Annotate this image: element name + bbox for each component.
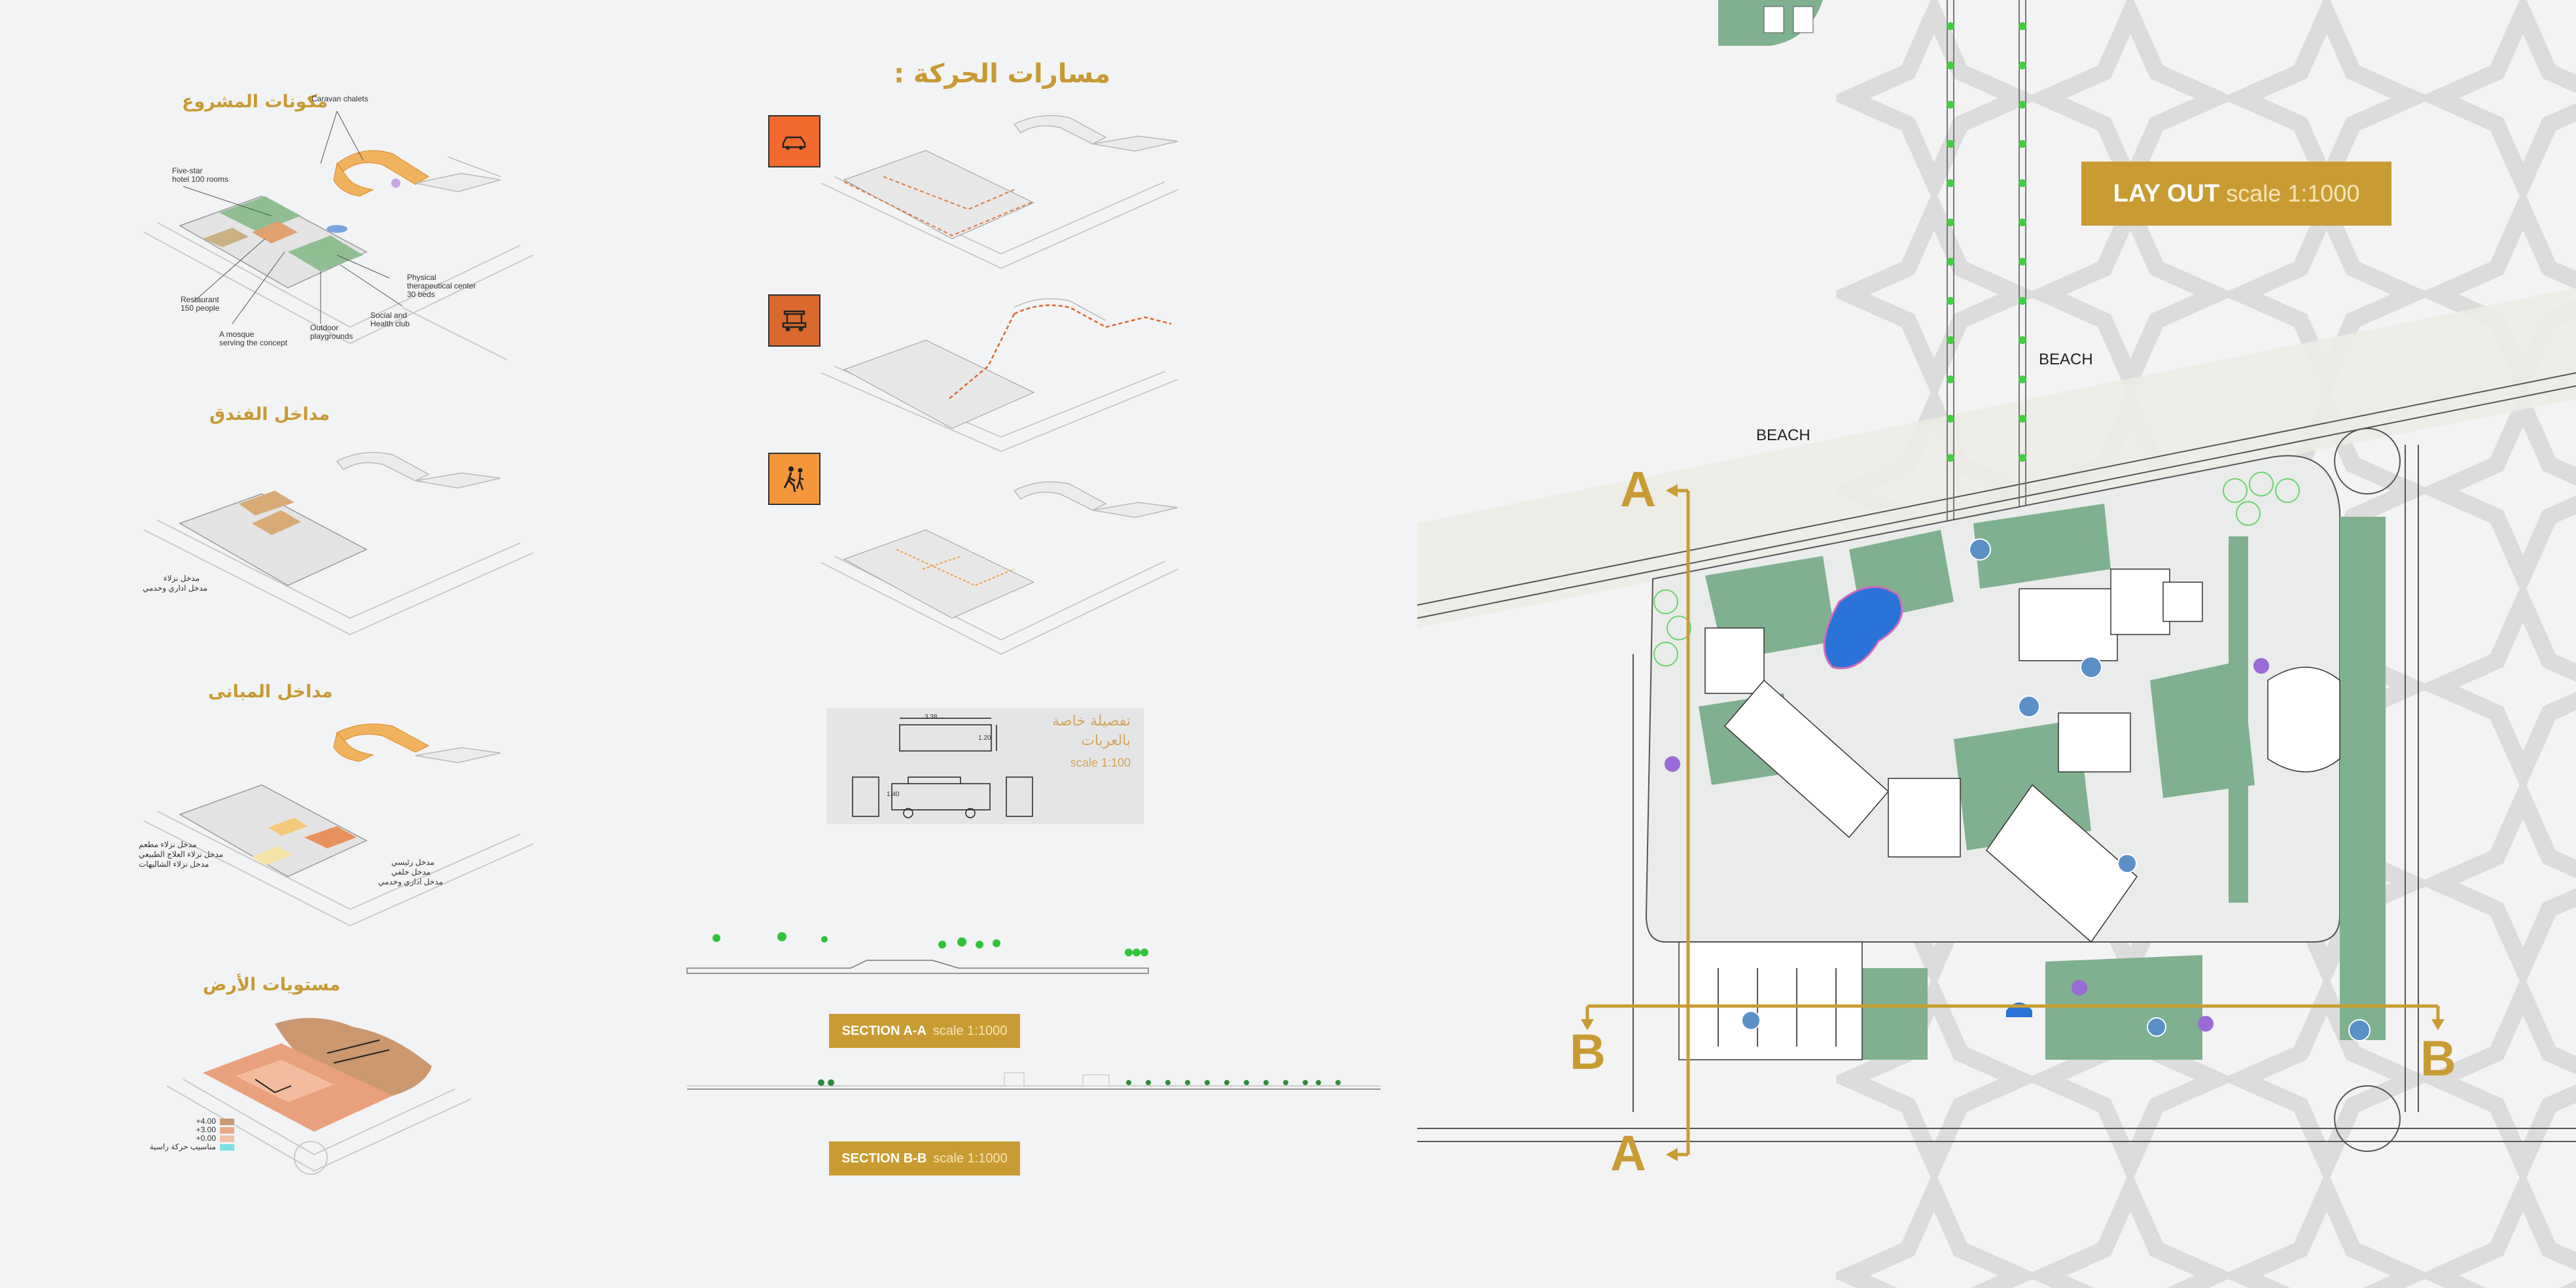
level-swatch [220,1135,234,1142]
section-bb-label: SECTION B-B scale 1:1000 [829,1141,1020,1175]
level-legend-label: +0.00 [196,1134,216,1143]
section-aa-title: SECTION A-A [841,1023,926,1038]
cart-detail-title-2: بالعربات [1081,733,1131,749]
beach-band [1417,0,2576,1161]
label-restaurant: Restaurant 150 people [181,295,220,313]
level-legend-label: مناسيب حركة راسية [149,1142,216,1151]
label-hotel: Five-star hotel 100 rooms [172,166,229,184]
building-legend-right-3: مدخل اداري وخدمي [378,877,444,886]
section-marker-a-bottom: A [1610,1126,1646,1181]
building-legend-left-1: مدخل نزلاء مطعم [139,840,197,849]
circulation-diagram-cart [820,298,1178,453]
ground-levels-legend: +4.00 +3.00 +0.00 مناسيب حركة راسية [149,1117,234,1151]
cart-detail-scale: scale 1:100 [1070,756,1131,769]
section-aa-scale: scale 1:1000 [932,1023,1008,1038]
golf-cart-icon [782,310,807,332]
label-social: Social and Health club [370,311,410,328]
section-bb-drawing [687,1072,1381,1090]
label-physical: Physical therapeutical center 30 beds [407,273,476,299]
layout-title-box: LAY OUT scale 1:1000 [2081,162,2391,226]
level-swatch [220,1126,234,1134]
hotel-entrances-diagram [143,451,534,636]
cart-dim-top: 3.38 [925,714,938,721]
beach-label-1: BEACH [2039,351,2093,368]
car-icon [782,136,806,150]
building-legend-right-2: مدخل خلفي [391,867,431,877]
golf-cart-icon-box [768,294,820,347]
components-title: مكونات المشروع [182,92,328,112]
site-plan-panel: LAY OUT scale 1:1000 BEACH BEACH A A B B [1417,0,2576,1288]
building-legend-left-2: مدخل نزلاء العلاج الطبيعي [139,850,224,859]
section-bb-title: SECTION B-B [841,1151,927,1166]
cart-dim-front: 1.40 [887,791,900,798]
building-legend-left-3: مدخل نزلاء الشاليهات [139,860,209,869]
hotel-legend-1: مدخل نزلاء [164,574,200,583]
level-swatch [220,1143,234,1151]
building-legend-right-1: مدخل رئيسي [391,858,435,867]
label-mosque: A mosque serving the concept [219,330,288,347]
car-icon-box [768,115,820,167]
components-diagram [143,111,534,360]
section-marker-b-right: B [2420,1031,2456,1087]
section-bb-scale: scale 1:1000 [933,1151,1008,1166]
pedestrian-icon-box [768,453,820,505]
layout-scale: scale 1:1000 [2226,180,2360,207]
level-legend-label: +3.00 [196,1125,216,1134]
ground-levels-diagram [166,1018,472,1175]
section-marker-a-top: A [1620,462,1656,517]
hotel-entrances-title: مداخل الفندق [209,404,330,425]
beach-label-2: BEACH [1756,426,1810,444]
building-entrances-title: مداخل المبانى [208,682,333,702]
level-legend-label: +4.00 [196,1117,216,1126]
section-aa-label: SECTION A-A scale 1:1000 [829,1014,1020,1048]
building-entrances-diagram [143,723,534,927]
layout-title: LAY OUT [2113,179,2220,207]
label-caravan: Caravan chalets [311,94,368,103]
section-aa-drawing [686,932,1149,974]
pedestrian-icon [783,466,804,493]
section-marker-b-left: B [1570,1024,1606,1080]
level-swatch [220,1118,234,1125]
ground-levels-title: مستويات الأرض [203,975,341,995]
circulation-diagram-car [820,114,1178,270]
circulation-diagram-pedestrian [820,481,1178,655]
movement-title: مسارات الحركة : [894,59,1111,89]
cart-detail-panel: 3.38 1.20 1.40 تفصيلة خاصة بالعربات scal… [826,708,1144,824]
cart-dim-side: 1.20 [978,735,991,742]
label-outdoor: Outdoor playgrounds [310,323,353,341]
cart-detail-drawing [852,718,1033,818]
cart-detail-title-1: تفصيلة خاصة [1052,713,1131,729]
hotel-legend-2: مدخل اداري وخدمي [143,583,208,593]
